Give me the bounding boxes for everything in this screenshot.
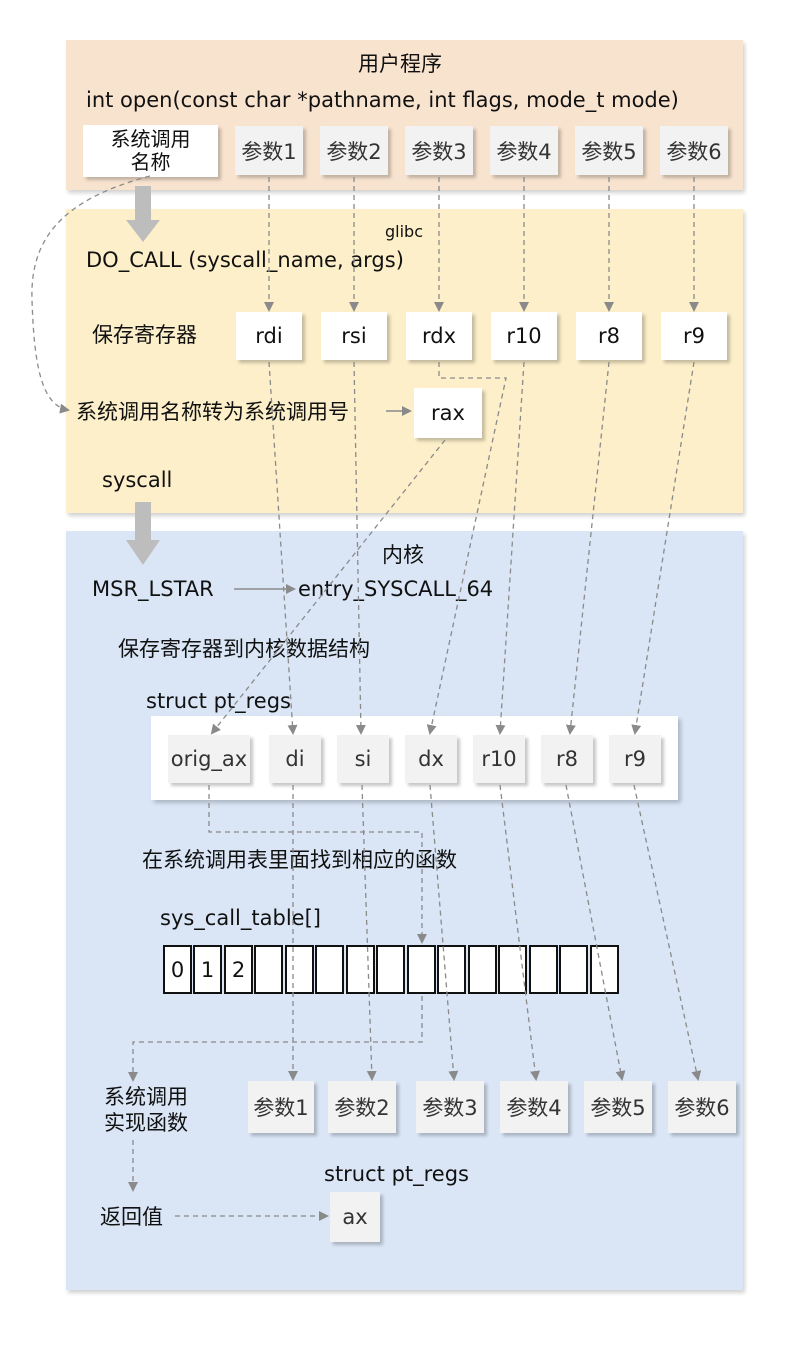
kernel-title: 内核 — [382, 543, 424, 567]
user-param-6: 参数6 — [660, 126, 728, 175]
conn-r8-r8 — [565, 361, 610, 735]
table-cell-4 — [285, 945, 314, 994]
table-cell-10 — [468, 945, 497, 994]
user-param-1: 参数1 — [235, 126, 303, 175]
save-to-kernel-label: 保存寄存器到内核数据结构 — [118, 637, 370, 661]
table-cell-12 — [529, 945, 558, 994]
impl-param-5: 参数5 — [584, 1081, 652, 1133]
table-cell-1: 1 — [193, 945, 222, 994]
sys-call-table-label: sys_call_table[] — [160, 906, 321, 930]
ret-pt-regs-label: struct pt_regs — [324, 1162, 470, 1186]
syscall-label: syscall — [102, 468, 173, 492]
user-param-4: 参数4 — [490, 126, 558, 175]
reg-r9: r9 — [661, 312, 727, 360]
convert-to-syscall-number: 系统调用名称转为系统调用号 — [76, 400, 349, 424]
impl-param-3: 参数3 — [416, 1081, 484, 1133]
find-in-table-label: 在系统调用表里面找到相应的函数 — [142, 848, 457, 872]
user-param-5: 参数5 — [575, 126, 643, 175]
conn-r9-param6 — [633, 784, 702, 1081]
pt-regs-r9: r9 — [609, 735, 661, 783]
pt-regs-orig-ax: orig_ax — [168, 735, 250, 783]
conn-dx-param3 — [429, 784, 459, 1081]
user-param-2: 参数2 — [320, 126, 388, 175]
table-cell-3 — [254, 945, 283, 994]
pt-regs-di: di — [269, 735, 321, 783]
table-cell-2: 2 — [224, 945, 253, 994]
conn-r8-param5 — [565, 784, 626, 1081]
do-call-text: DO_CALL (syscall_name, args) — [86, 248, 404, 272]
reg-rsi: rsi — [321, 312, 387, 360]
conn-rax-orig-ax — [210, 439, 446, 735]
syscall-impl-label: 系统调用 实现函数 — [104, 1085, 188, 1136]
conn-r10-r10 — [495, 361, 525, 735]
table-cell-13 — [559, 945, 588, 994]
impl-param-4: 参数4 — [500, 1081, 568, 1133]
conn-syscall-name-to-convert — [31, 175, 151, 414]
reg-rdi: rdi — [236, 312, 302, 360]
pt-regs-dx: dx — [405, 735, 457, 783]
msr-lstar-label: MSR_LSTAR — [92, 577, 214, 601]
table-cell-11 — [498, 945, 527, 994]
table-cell-0: 0 — [163, 945, 192, 994]
pt-regs-r8: r8 — [541, 735, 593, 783]
big-arrow-glibc-to-kernel — [126, 502, 160, 565]
conn-si-param2 — [361, 784, 377, 1081]
open-signature: int open(const char *pathname, int flags… — [86, 88, 679, 112]
pt-regs-r10: r10 — [473, 735, 525, 783]
kernel-panel — [66, 531, 743, 1290]
table-cell-8 — [407, 945, 436, 994]
reg-rax: rax — [414, 388, 482, 438]
conn-r10-param4 — [499, 784, 540, 1081]
conn-rsi-si — [353, 361, 366, 735]
user-program-title: 用户程序 — [358, 52, 442, 76]
reg-r10: r10 — [491, 312, 557, 360]
impl-param-6: 参数6 — [668, 1081, 736, 1133]
pt-regs-ax: ax — [330, 1192, 380, 1242]
impl-param-1: 参数1 — [248, 1081, 314, 1133]
table-cell-7 — [376, 945, 405, 994]
table-cell-14 — [590, 945, 619, 994]
table-cell-5 — [315, 945, 344, 994]
big-arrow-user-to-glibc — [126, 186, 160, 242]
conn-table-impl — [128, 996, 423, 1082]
table-cell-9 — [437, 945, 466, 994]
return-value-label: 返回值 — [100, 1205, 163, 1229]
conn-rdi-di — [268, 361, 298, 735]
conn-orig-ax-table — [208, 785, 427, 944]
table-cell-6 — [346, 945, 375, 994]
save-registers-label: 保存寄存器 — [92, 323, 197, 347]
conn-rdx-dx — [426, 362, 507, 735]
impl-param-2: 参数2 — [328, 1081, 396, 1133]
reg-rdx: rdx — [406, 312, 472, 360]
pt-regs-label: struct pt_regs — [146, 689, 292, 713]
user-param-3: 参数3 — [405, 126, 473, 175]
conn-r9-r9 — [631, 361, 695, 735]
reg-r8: r8 — [576, 312, 642, 360]
syscall-name-box: 系统调用 名称 — [83, 125, 218, 177]
pt-regs-si: si — [337, 735, 389, 783]
glibc-label: glibc — [385, 222, 423, 241]
glibc-panel — [66, 209, 743, 513]
